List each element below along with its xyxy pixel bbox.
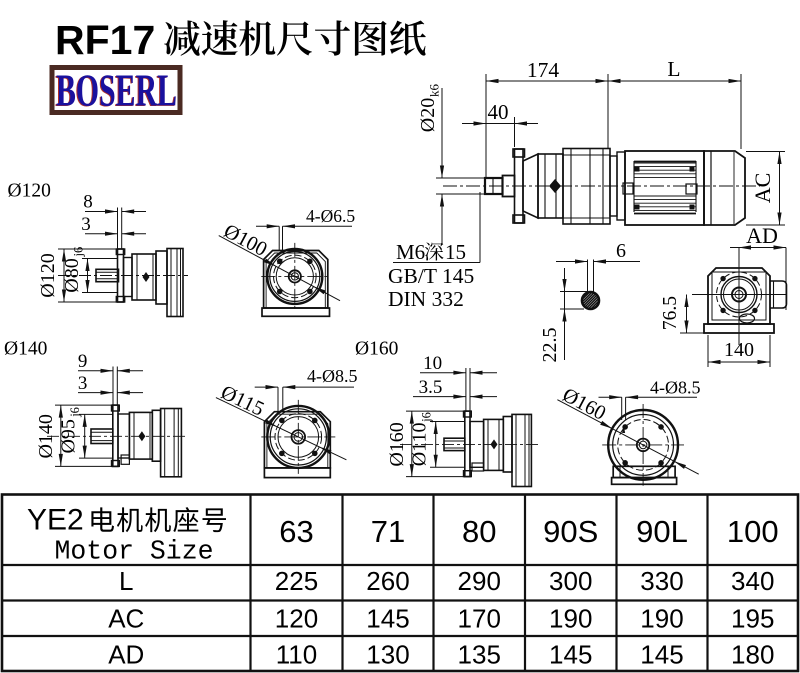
svg-text:YE2: YE2 bbox=[27, 504, 84, 537]
svg-text:Ø80: Ø80 bbox=[61, 258, 83, 292]
svg-text:190: 190 bbox=[549, 604, 592, 634]
svg-text:4-Ø8.5: 4-Ø8.5 bbox=[650, 378, 701, 398]
svg-text:170: 170 bbox=[458, 604, 501, 634]
svg-text:6: 6 bbox=[616, 240, 626, 262]
svg-text:63: 63 bbox=[279, 514, 313, 549]
svg-text:145: 145 bbox=[366, 604, 409, 634]
svg-text:22.5: 22.5 bbox=[539, 328, 561, 363]
svg-text:130: 130 bbox=[366, 640, 409, 670]
svg-text:3: 3 bbox=[81, 214, 91, 235]
svg-text:80: 80 bbox=[462, 514, 496, 549]
svg-text:330: 330 bbox=[640, 566, 683, 596]
svg-text:71: 71 bbox=[371, 514, 405, 549]
svg-text:GB/T 145: GB/T 145 bbox=[388, 264, 474, 288]
svg-text:8: 8 bbox=[83, 192, 93, 213]
svg-text:225: 225 bbox=[275, 566, 318, 596]
svg-text:135: 135 bbox=[458, 640, 501, 670]
svg-text:40: 40 bbox=[488, 100, 509, 124]
svg-text:Ø160: Ø160 bbox=[355, 339, 398, 360]
svg-text:290: 290 bbox=[458, 566, 501, 596]
svg-text:3: 3 bbox=[78, 373, 88, 394]
svg-text:AD: AD bbox=[746, 223, 778, 248]
svg-text:AD: AD bbox=[108, 640, 144, 670]
svg-text:Motor Size: Motor Size bbox=[54, 537, 213, 567]
svg-text:4-Ø8.5: 4-Ø8.5 bbox=[307, 366, 358, 386]
svg-text:BOSERL: BOSERL bbox=[56, 66, 177, 116]
svg-text:140: 140 bbox=[724, 339, 754, 361]
svg-text:L: L bbox=[119, 566, 133, 596]
svg-text:110: 110 bbox=[276, 640, 317, 670]
svg-text:174: 174 bbox=[527, 58, 560, 82]
svg-text:90S: 90S bbox=[543, 514, 598, 549]
svg-text:10: 10 bbox=[423, 353, 442, 374]
svg-text:Ø95: Ø95 bbox=[58, 419, 80, 453]
svg-text:180: 180 bbox=[731, 640, 774, 670]
svg-text:120: 120 bbox=[275, 604, 318, 634]
svg-text:145: 145 bbox=[549, 640, 592, 670]
svg-text:j6: j6 bbox=[420, 412, 434, 423]
svg-text:AC: AC bbox=[750, 173, 775, 204]
svg-text:k6: k6 bbox=[427, 84, 442, 98]
svg-text:100: 100 bbox=[727, 514, 779, 549]
svg-text:Ø140: Ø140 bbox=[35, 414, 57, 458]
svg-text:300: 300 bbox=[549, 566, 592, 596]
svg-text:Ø20: Ø20 bbox=[417, 98, 439, 132]
svg-text:j6: j6 bbox=[68, 407, 82, 418]
svg-text:340: 340 bbox=[731, 566, 774, 596]
svg-text:M6: M6 bbox=[396, 240, 425, 264]
svg-text:15: 15 bbox=[445, 240, 466, 264]
svg-text:260: 260 bbox=[366, 566, 409, 596]
svg-text:Ø120: Ø120 bbox=[8, 181, 51, 202]
svg-text:190: 190 bbox=[640, 604, 683, 634]
svg-text:DIN 332: DIN 332 bbox=[388, 287, 464, 311]
svg-text:195: 195 bbox=[731, 604, 774, 634]
svg-text:AC: AC bbox=[108, 604, 144, 634]
svg-text:j6: j6 bbox=[72, 247, 86, 258]
svg-text:9: 9 bbox=[78, 351, 88, 372]
svg-text:RF17: RF17 bbox=[55, 17, 155, 63]
svg-text:4-Ø6.5: 4-Ø6.5 bbox=[306, 206, 355, 226]
svg-text:3.5: 3.5 bbox=[419, 377, 443, 398]
svg-text:Ø110: Ø110 bbox=[409, 423, 431, 467]
svg-text:Ø140: Ø140 bbox=[4, 339, 47, 360]
svg-text:76.5: 76.5 bbox=[660, 296, 681, 330]
svg-text:BOSERL: BOSERL bbox=[55, 66, 176, 116]
svg-text:Ø160: Ø160 bbox=[559, 384, 610, 425]
svg-text:145: 145 bbox=[640, 640, 683, 670]
svg-text:90L: 90L bbox=[636, 514, 688, 549]
svg-text:Ø160: Ø160 bbox=[386, 422, 408, 466]
svg-text:L: L bbox=[667, 57, 680, 81]
svg-text:Ø120: Ø120 bbox=[37, 253, 59, 297]
